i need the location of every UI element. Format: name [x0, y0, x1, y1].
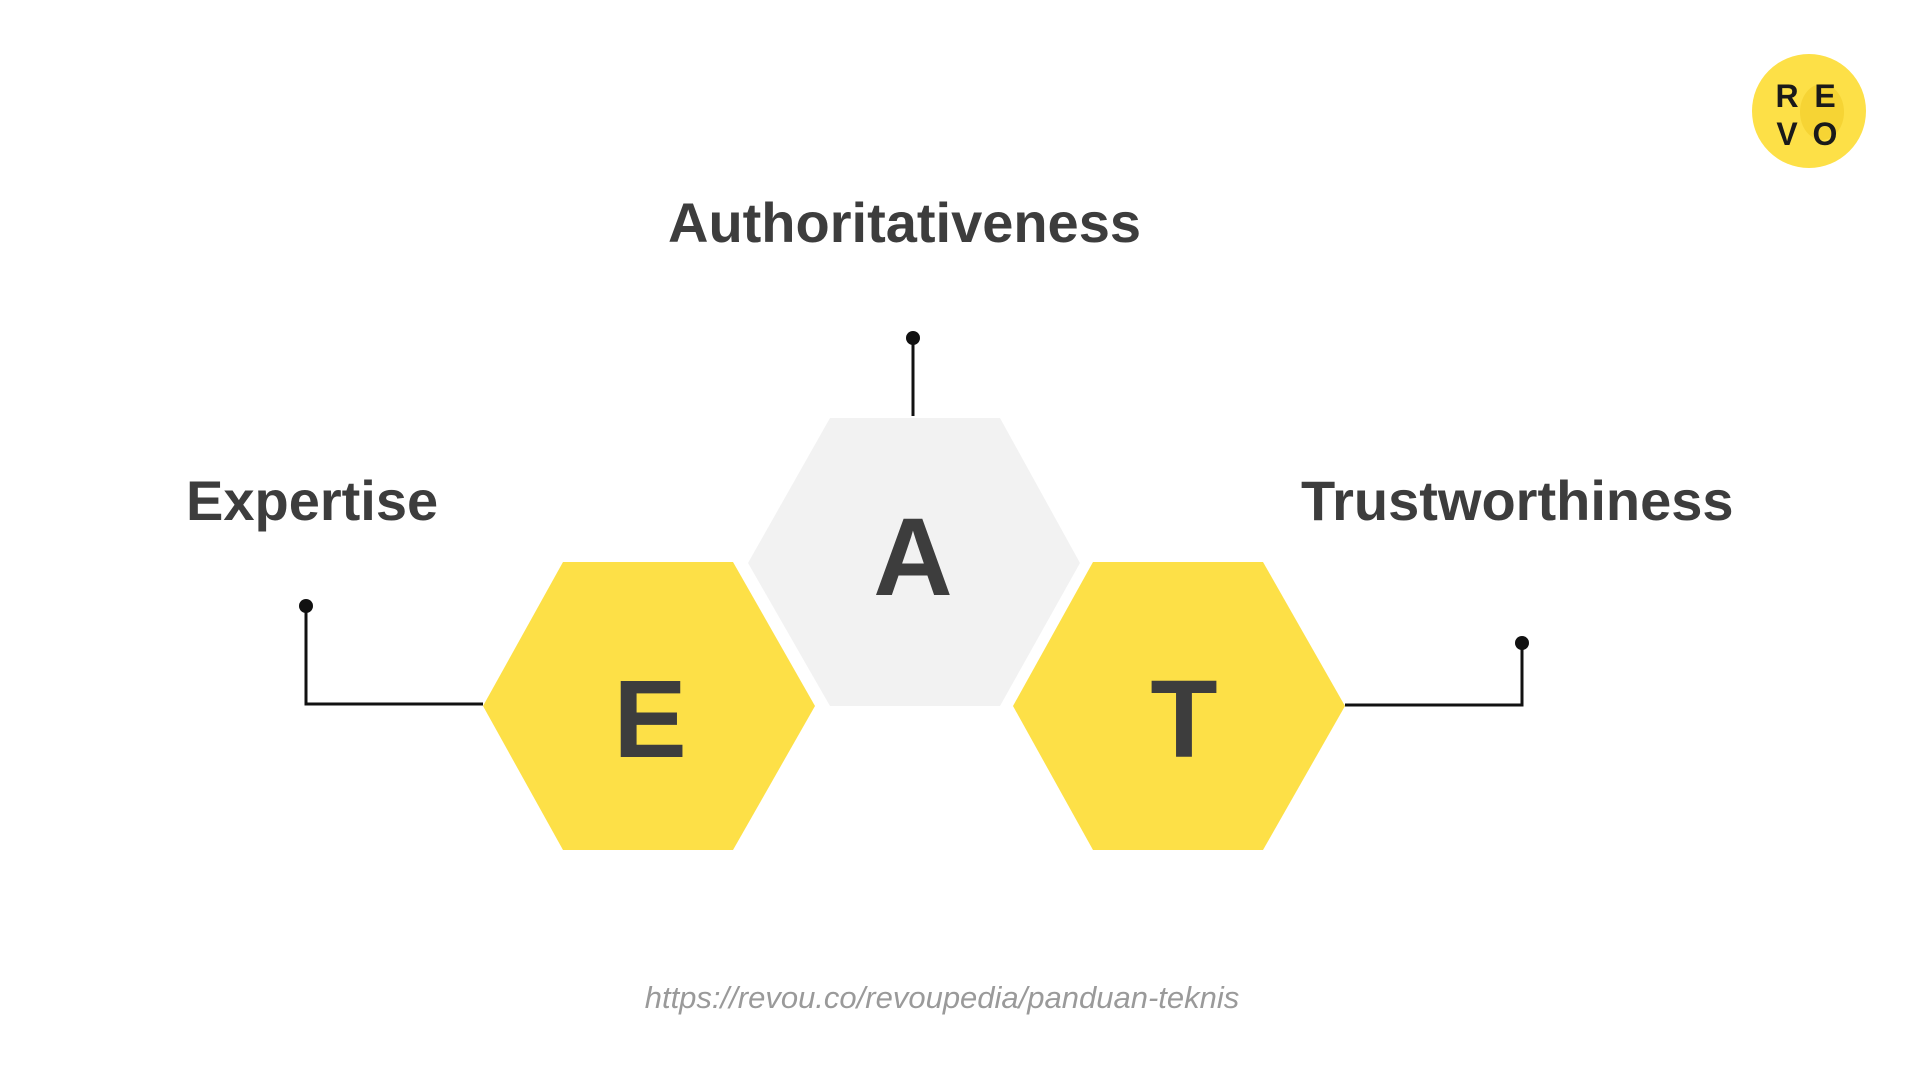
label-trustworthiness: Trustworthiness	[1301, 469, 1734, 532]
connector-dot-authoritativeness	[906, 331, 920, 345]
logo-letter-v: V	[1776, 116, 1798, 152]
hexagon-letter-t: T	[1150, 658, 1218, 781]
connector-dot-trustworthiness	[1515, 636, 1529, 650]
source-url: https://revou.co/revoupedia/panduan-tekn…	[644, 980, 1240, 1015]
revou-logo: R E V O	[1752, 54, 1866, 168]
logo-wedge-shape	[1800, 84, 1844, 140]
logo-letter-o: O	[1812, 116, 1838, 152]
label-authoritativeness: Authoritativeness	[668, 191, 1141, 254]
connector-authoritativeness	[906, 331, 920, 416]
logo-letter-e: E	[1814, 78, 1836, 114]
label-expertise: Expertise	[186, 469, 439, 532]
hexagon-letter-a: A	[873, 496, 953, 619]
hexagon-letter-e: E	[613, 658, 687, 781]
hexagon-e	[483, 562, 815, 850]
connector-expertise	[299, 599, 483, 706]
logo-letter-r: R	[1775, 78, 1799, 114]
hexagon-t	[1013, 562, 1345, 850]
connector-dot-expertise	[299, 599, 313, 613]
hexagon-a	[748, 418, 1080, 706]
connector-trustworthiness	[1345, 636, 1529, 707]
